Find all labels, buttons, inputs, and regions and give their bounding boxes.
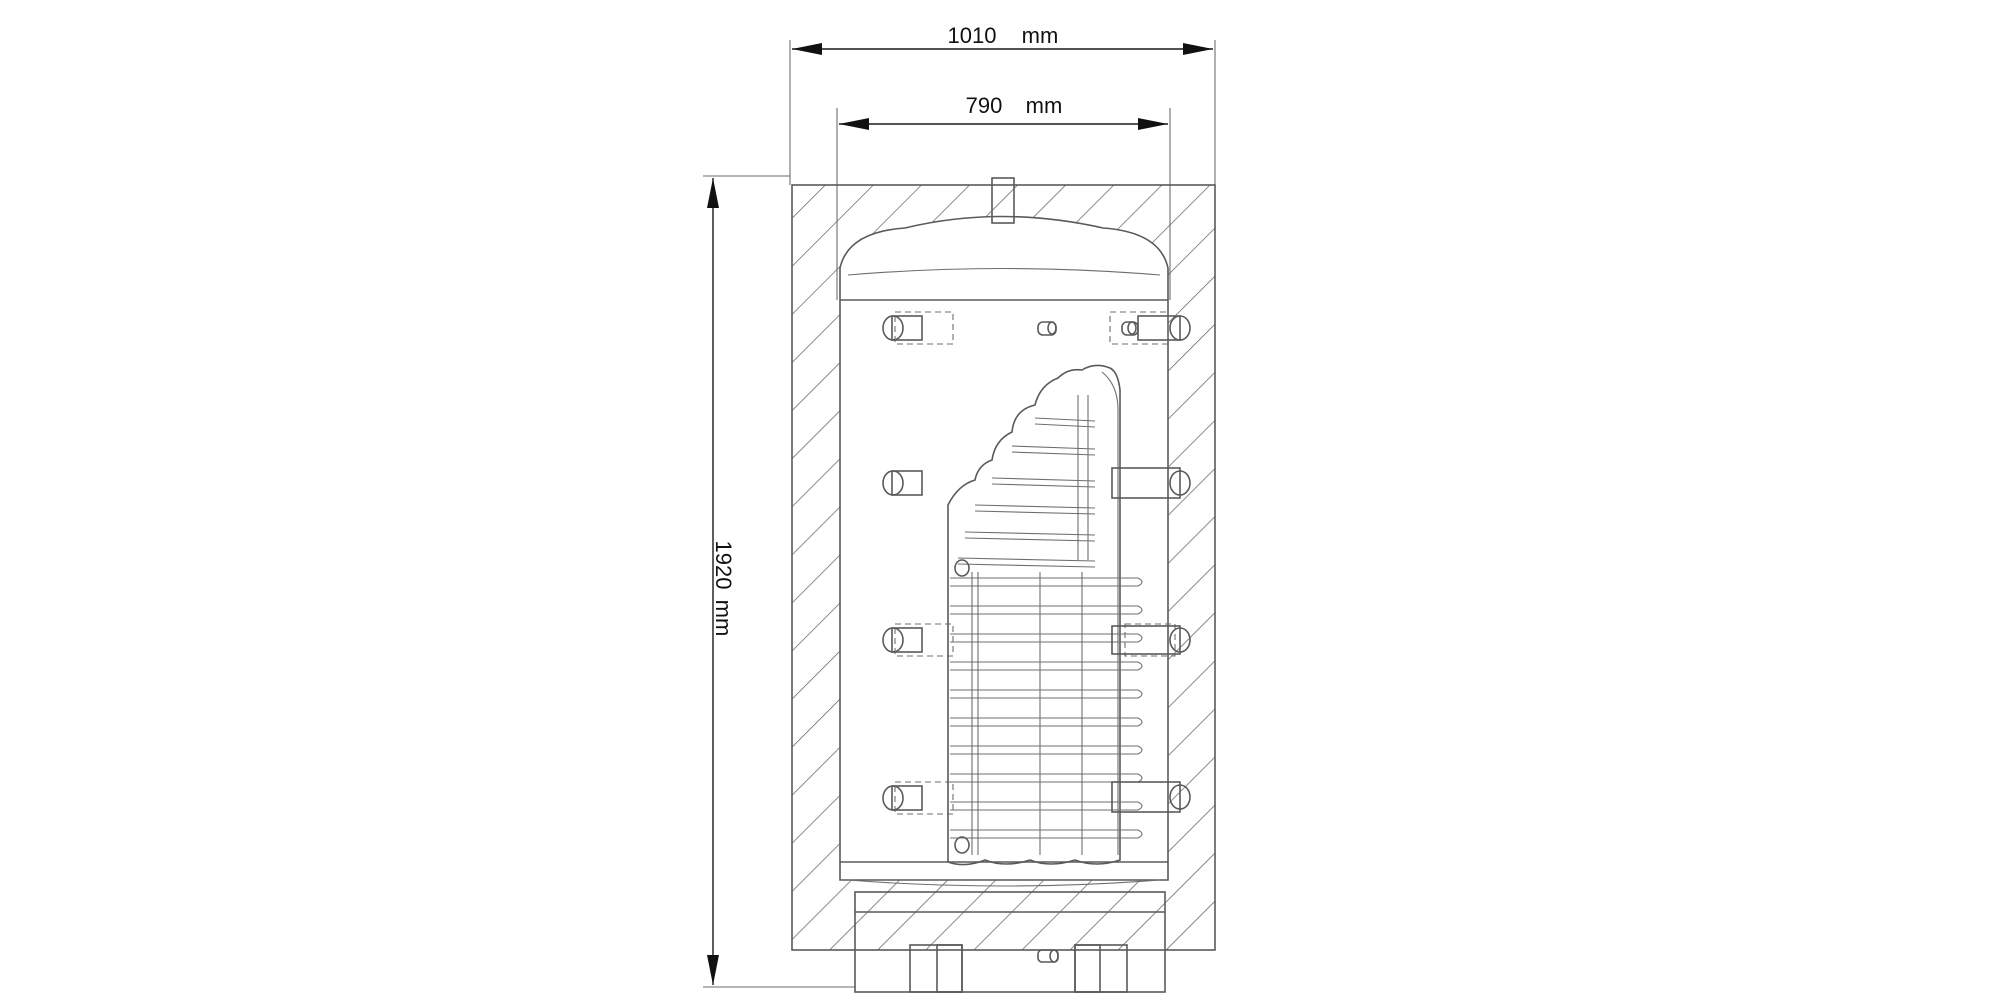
coil-inlet-opening [954, 559, 970, 577]
right-connection-1-opening [1169, 315, 1191, 341]
top-head-line [847, 267, 1161, 276]
coil-inner-return [1101, 371, 1119, 855]
outer-width-value: 1010 [948, 23, 997, 48]
sensor-port [1037, 321, 1057, 336]
left-connection-1-opening [882, 315, 904, 341]
inner-width-value: 790 [966, 93, 1003, 118]
upper-coil-turns [957, 395, 1096, 568]
height-dimension: 1920 mm [703, 175, 855, 988]
right-connection-3-flange [1124, 623, 1176, 657]
right-connection-2-pipe [1111, 467, 1181, 499]
left-connection-4-flange [894, 781, 954, 815]
tank-shell [839, 215, 1169, 881]
left-connection-1-pipe [891, 315, 923, 341]
outer-width-dimension: 1010 mm [789, 23, 1216, 185]
left-connection-2-opening [882, 470, 904, 496]
insulation-outline [791, 184, 1216, 951]
foot-right [1074, 944, 1128, 993]
top-outlet-pipe [991, 177, 1015, 224]
height-unit: mm [711, 600, 736, 637]
insulation-jacket [791, 184, 1216, 951]
left-connection-3-opening [882, 627, 904, 653]
right-connection-1-flange [1109, 311, 1169, 345]
left-connection-4-pipe [891, 785, 923, 811]
inner-width-unit: mm [1026, 93, 1063, 118]
right-connections [1109, 311, 1191, 813]
bottom-head-line [847, 879, 1161, 887]
heat-exchanger-coil [947, 364, 1143, 866]
left-connection-3-flange [894, 623, 954, 657]
foot-left-inner [936, 944, 963, 993]
left-connection-3-pipe [891, 627, 923, 653]
coil-cutaway-outline [947, 364, 1121, 866]
sensor-port-opening [1047, 321, 1057, 335]
drain-valve [1037, 949, 1059, 963]
drain-valve-opening [1049, 949, 1059, 963]
tank-body [839, 177, 1169, 887]
outer-width-unit: mm [1022, 23, 1059, 48]
lower-coil-turns [950, 559, 1143, 855]
foot-left [909, 944, 963, 993]
left-connection-4-opening [882, 785, 904, 811]
right-connection-3-opening [1169, 627, 1191, 653]
right-connection-4-pipe [1111, 781, 1181, 813]
right-connection-3-pipe [1111, 625, 1181, 655]
foot-right-inner [1074, 944, 1101, 993]
left-connection-2-pipe [891, 470, 923, 496]
height-value: 1920 [711, 541, 736, 590]
base-skirt [854, 891, 1166, 993]
right-sensor-sleeve-opening [1127, 321, 1137, 335]
left-connections [882, 311, 954, 815]
tank-base [854, 891, 1166, 993]
right-connection-4-opening [1169, 784, 1191, 810]
right-connection-2-opening [1169, 470, 1191, 496]
coil-outlet-opening [954, 836, 970, 854]
left-connection-1-flange [894, 311, 954, 345]
